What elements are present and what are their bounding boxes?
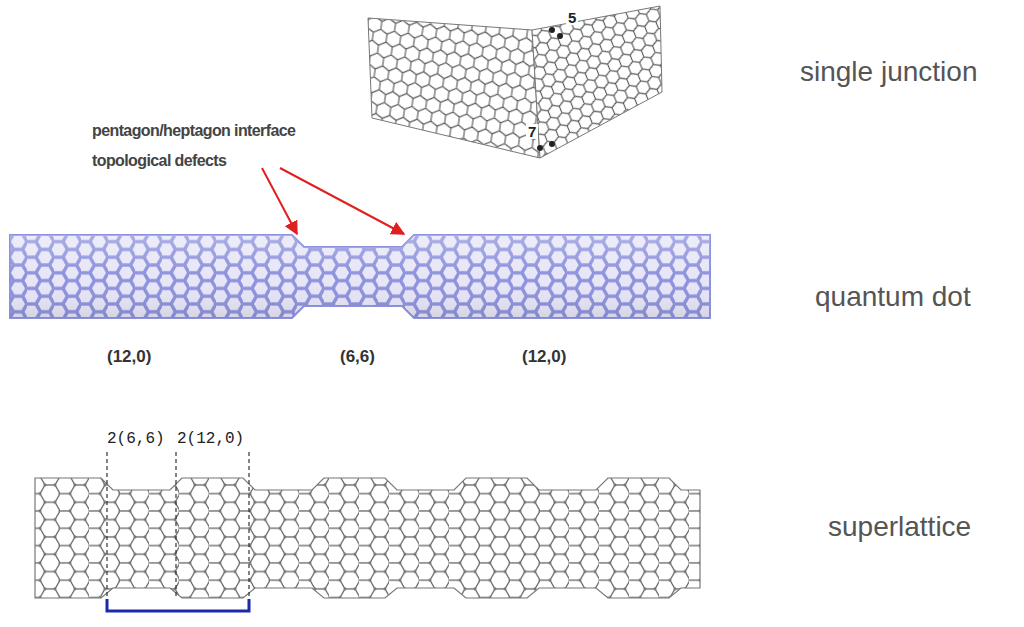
chirality-label: (12,0) xyxy=(107,348,151,365)
chirality-label: (12,0) xyxy=(522,348,566,365)
period-bracket xyxy=(107,599,249,611)
row-title: superlattice xyxy=(828,513,971,541)
pentagon-atom xyxy=(557,33,563,39)
pentagon-atom xyxy=(549,27,555,33)
heptagon-atom xyxy=(537,145,543,151)
period-label: 2(6,6) xyxy=(107,431,165,447)
leader-arrow xyxy=(280,168,404,234)
junction-tube-right xyxy=(532,6,662,158)
row-title: quantum dot xyxy=(815,283,971,311)
superlattice-tube xyxy=(35,478,700,598)
leader-arrow xyxy=(262,168,297,234)
row-title: single junction xyxy=(800,58,977,86)
chirality-label: (6,6) xyxy=(340,348,375,365)
callout-number: 7 xyxy=(526,124,538,139)
quantum-dot-tube xyxy=(10,235,710,318)
callout-note: pentagon/heptagon interface topological … xyxy=(92,116,342,176)
dashed-divider xyxy=(248,452,249,596)
heptagon-atom xyxy=(549,141,555,147)
period-label: 2(12,0) xyxy=(177,431,244,447)
dashed-divider xyxy=(106,452,107,596)
junction-tube-left xyxy=(368,18,540,158)
tube-shading xyxy=(10,235,710,318)
dashed-divider xyxy=(175,452,176,596)
callout-number: 5 xyxy=(566,10,578,25)
